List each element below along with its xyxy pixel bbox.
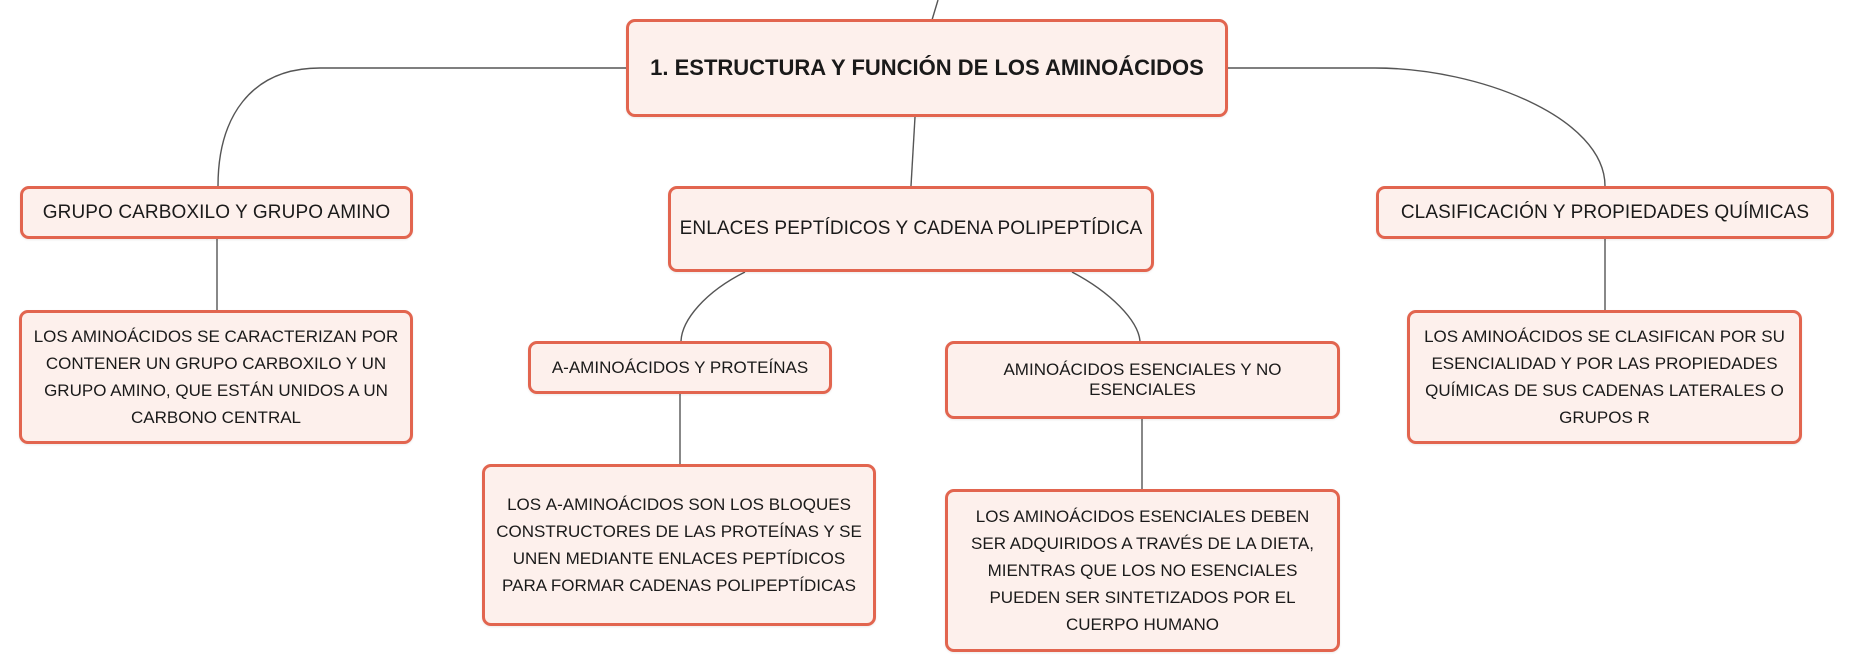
topic-label: CLASIFICACIÓN Y PROPIEDADES QUÍMICAS [1400,201,1810,223]
desc-esenciales[interactable]: LOS AMINOÁCIDOS ESENCIALES DEBEN SER ADQ… [945,489,1340,652]
root-label: 1. ESTRUCTURA Y FUNCIÓN DE LOS AMINOÁCID… [650,55,1204,80]
description-text: LOS Α-AMINOÁCIDOS SON LOS BLOQUES CONSTR… [496,495,862,595]
desc-carboxilo-amino[interactable]: LOS AMINOÁCIDOS SE CARACTERIZAN POR CONT… [19,310,413,444]
connector-enlaces-esenciales [1071,271,1141,342]
topic-carboxilo-amino[interactable]: GRUPO CARBOXILO Y GRUPO AMINO [20,186,413,239]
description-text: LOS AMINOÁCIDOS SE CARACTERIZAN POR CONT… [33,327,399,427]
connector-root-carboxilo [217,67,628,187]
connector-root-clasificacion [1227,67,1606,187]
desc-alpha-aminoacidos[interactable]: LOS Α-AMINOÁCIDOS SON LOS BLOQUES CONSTR… [482,464,876,626]
connector-incoming [931,0,939,21]
subtopic-alpha-aminoacidos[interactable]: Α-AMINOÁCIDOS Y PROTEÍNAS [528,341,832,394]
subtopic-esenciales[interactable]: AMINOÁCIDOS ESENCIALES Y NO ESENCIALES [945,341,1340,419]
topic-label: GRUPO CARBOXILO Y GRUPO AMINO [42,201,391,223]
description-text: LOS AMINOÁCIDOS SE CLASIFICAN POR SU ESE… [1424,327,1785,427]
desc-clasificacion[interactable]: LOS AMINOÁCIDOS SE CLASIFICAN POR SU ESE… [1407,310,1802,444]
connector-root-enlaces [910,116,916,187]
subtopic-label: Α-AMINOÁCIDOS Y PROTEÍNAS [551,357,809,377]
topic-label: ENLACES PEPTÍDICOS Y CADENA POLIPEPTÍDIC… [679,218,1143,239]
description-text: LOS AMINOÁCIDOS ESENCIALES DEBEN SER ADQ… [971,507,1314,634]
topic-clasificacion[interactable]: CLASIFICACIÓN Y PROPIEDADES QUÍMICAS [1376,186,1834,239]
root-node[interactable]: 1. ESTRUCTURA Y FUNCIÓN DE LOS AMINOÁCID… [626,19,1228,117]
subtopic-label: AMINOÁCIDOS ESENCIALES Y NO ESENCIALES [1003,360,1282,399]
topic-enlaces-peptidicos[interactable]: ENLACES PEPTÍDICOS Y CADENA POLIPEPTÍDIC… [668,186,1154,272]
connector-enlaces-alpha [680,271,746,342]
